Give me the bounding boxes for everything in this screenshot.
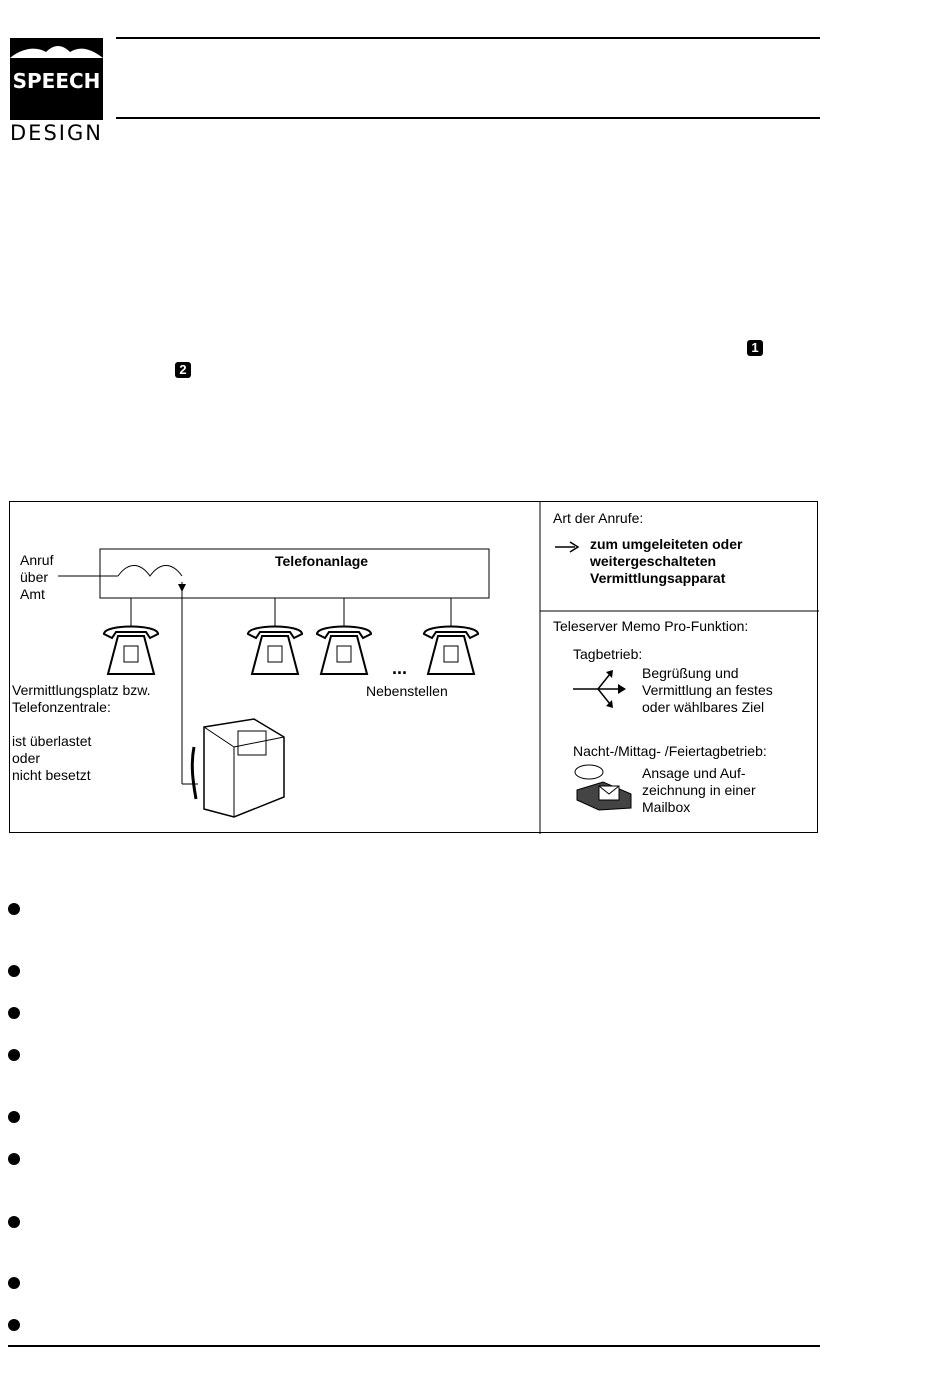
bullet-point (8, 965, 20, 977)
tag-line: oder wählbares Ziel (642, 699, 765, 715)
bullet-point (8, 1319, 20, 1331)
bullet-point (8, 1049, 20, 1061)
art-line: weitergeschalteten (590, 553, 717, 569)
telefonanlage-label: Telefonanlage (275, 553, 369, 569)
phone-icon (422, 625, 480, 675)
header-top-rule (116, 37, 820, 39)
art-line: Vermittlungsapparat (590, 570, 726, 586)
logo-design-text: DESIGN (10, 121, 103, 145)
nacht-title: Nacht-/Mittag- /Feiertagbetrieb: (573, 743, 767, 759)
anruf-label: über (20, 569, 49, 585)
ellipsis-dots: ... (392, 658, 408, 678)
nebenstellen-label: Nebenstellen (366, 683, 448, 699)
diagram-lines (58, 502, 819, 834)
marker-2: 2 (175, 362, 191, 378)
mailbox-icon (574, 764, 632, 811)
teleserver-device-icon (190, 718, 285, 818)
nacht-line: zeichnung in einer (642, 782, 756, 798)
speech-design-logo: SPEECH (10, 38, 103, 120)
memo-title: Teleserver Memo Pro-Funktion: (553, 618, 749, 634)
bullet-point (8, 1216, 20, 1228)
call-flow-diagram: Telefonanlage Anruf über Amt Vermittlung… (9, 501, 819, 834)
vermittlungsplatz-label: Telefonzentrale: (12, 699, 111, 715)
marker-1: 1 (747, 340, 763, 356)
vermittlungsplatz-label: Vermittlungsplatz bzw. (12, 682, 151, 698)
status-label: nicht besetzt (12, 767, 91, 783)
tag-line: Begrüßung und (642, 665, 739, 681)
art-title: Art der Anrufe: (553, 510, 644, 526)
nacht-line: Mailbox (642, 799, 691, 815)
bullet-point (8, 1007, 20, 1019)
nacht-line: Ansage und Auf- (642, 765, 746, 781)
logo-speech-text: SPEECH (13, 69, 101, 93)
footer-rule (8, 1345, 820, 1347)
header-bottom-rule (116, 117, 820, 119)
status-label: ist überlastet (12, 733, 92, 749)
bullet-point (8, 1153, 20, 1165)
bullet-point (8, 1277, 20, 1289)
tag-line: Vermittlung an festes (642, 682, 773, 698)
branch-arrow-icon (573, 670, 626, 708)
phone-icon (315, 625, 373, 675)
bullet-point (8, 903, 20, 915)
tag-title: Tagbetrieb: (573, 646, 643, 662)
art-line: zum umgeleiteten oder (590, 536, 743, 552)
anruf-label: Amt (20, 586, 45, 602)
phone-icon (102, 625, 160, 675)
anruf-label: Anruf (20, 552, 54, 568)
status-label: oder (12, 750, 41, 766)
bullet-point (8, 1111, 20, 1123)
phone-icon (246, 625, 304, 675)
